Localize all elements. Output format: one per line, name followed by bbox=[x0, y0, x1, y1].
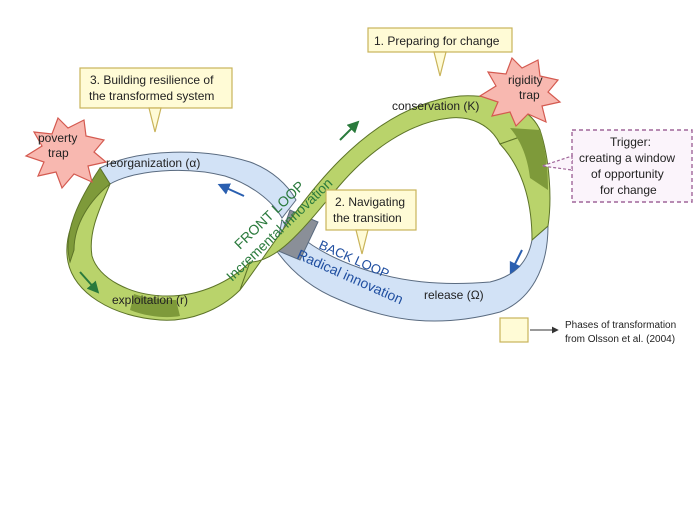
phase2-label-line1: 2. Navigating bbox=[335, 195, 405, 209]
poverty-trap-burst: poverty trap bbox=[24, 116, 108, 190]
trigger-line4: for change bbox=[600, 183, 657, 197]
trigger-line2: creating a window bbox=[579, 151, 675, 165]
front-loop-arrow-lower-left bbox=[79, 271, 100, 294]
legend-swatch bbox=[499, 317, 529, 343]
back-loop-arrow-left bbox=[217, 183, 245, 197]
poverty-trap-line1: poverty bbox=[38, 131, 77, 145]
back-loop-band-right bbox=[275, 218, 549, 322]
phase3-callout: 3. Building resilience of the transforme… bbox=[79, 67, 233, 133]
stage-release: release (Ω) bbox=[424, 288, 484, 302]
legend-line1: Phases of transformation bbox=[565, 320, 676, 331]
trigger-line3: of opportunity bbox=[591, 167, 664, 181]
phase2-label-line2: the transition bbox=[333, 211, 402, 225]
phase1-callout: 1. Preparing for change bbox=[367, 27, 513, 77]
rigidity-trap-line1: rigidity bbox=[508, 73, 543, 87]
trigger-box: Trigger: creating a window of opportunit… bbox=[541, 129, 693, 203]
back-loop-band-left bbox=[99, 151, 297, 219]
rigidity-trap-line2: trap bbox=[519, 88, 540, 102]
back-loop-arrow-right bbox=[509, 249, 523, 275]
phase2-callout: 2. Navigating the transition bbox=[325, 189, 417, 255]
phase3-label-line1: 3. Building resilience of bbox=[90, 73, 214, 87]
legend: Phases of transformation from Olsson et … bbox=[499, 317, 676, 345]
front-loop-band-left bbox=[66, 182, 251, 321]
stage-reorganization: reorganization (α) bbox=[106, 156, 200, 170]
stage-conservation: conservation (K) bbox=[392, 99, 479, 113]
stage-exploitation: exploitation (r) bbox=[112, 293, 188, 307]
poverty-trap-line2: trap bbox=[48, 146, 69, 160]
phase1-label: 1. Preparing for change bbox=[374, 34, 500, 48]
front-loop-band-right-dark bbox=[510, 128, 548, 190]
front-loop-band-left-dark bbox=[67, 167, 111, 264]
trigger-line1: Trigger: bbox=[610, 135, 651, 149]
front-loop-arrow-upper bbox=[339, 120, 360, 141]
rigidity-trap-burst: rigidity trap bbox=[478, 56, 562, 128]
front-loop-band-bottom-dark bbox=[130, 294, 180, 318]
legend-line2: from Olsson et al. (2004) bbox=[565, 334, 675, 345]
phase3-label-line2: the transformed system bbox=[89, 89, 214, 103]
